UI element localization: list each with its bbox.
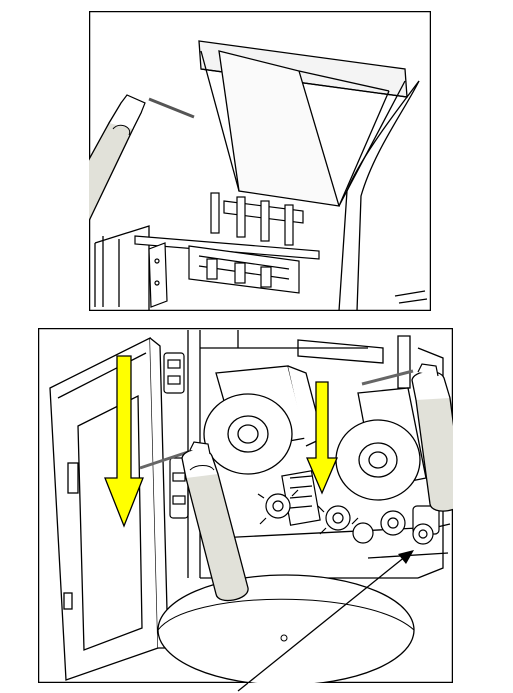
hopper — [94, 40, 428, 311]
compressed-air-can-icon — [361, 363, 453, 512]
adjustment-knob — [412, 505, 440, 545]
tray-rim — [157, 598, 415, 631]
cutter-illustration — [38, 328, 453, 683]
left-roller — [203, 365, 324, 475]
gear-cutters — [257, 470, 406, 544]
cutter-illustration-panel — [38, 328, 453, 683]
down-arrow-icon — [306, 381, 338, 495]
hopper-illustration-panel — [89, 11, 431, 311]
right-roller — [335, 387, 427, 501]
pointer-arrow-icon — [247, 550, 414, 683]
down-arrow-icon — [104, 355, 144, 528]
hopper-illustration — [89, 11, 431, 311]
compressed-air-can-icon — [89, 94, 195, 223]
tray-pin — [280, 634, 288, 642]
door-hinges — [163, 352, 189, 519]
open-door — [49, 336, 169, 681]
feeder-mechanism — [134, 192, 320, 308]
compressed-air-can-icon — [139, 441, 249, 602]
round-tray — [157, 574, 415, 683]
